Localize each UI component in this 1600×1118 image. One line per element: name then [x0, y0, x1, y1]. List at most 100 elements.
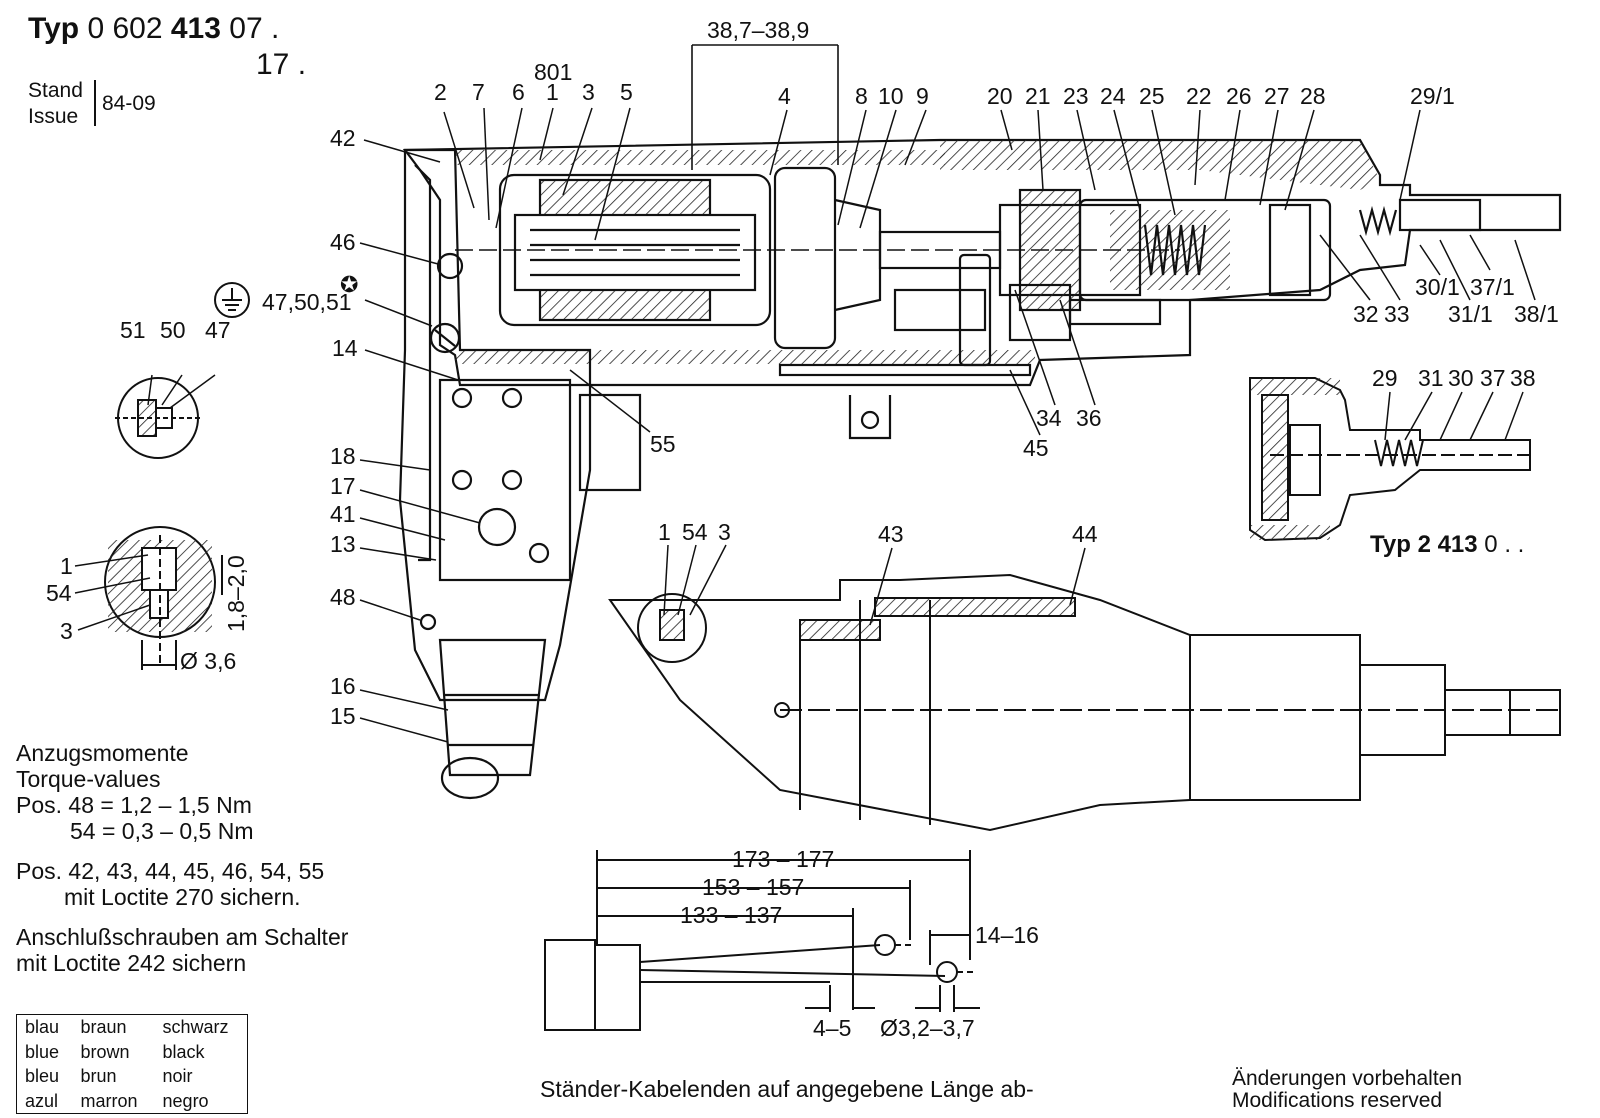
labels-main-right: 30/1 37/1 32 33 31/1 38/1 34 36 45 55 [650, 274, 1559, 461]
labels-side-view: 1 54 3 43 44 [658, 519, 1098, 547]
label: 33 [1384, 301, 1410, 327]
issue-label: Issue [28, 105, 79, 128]
ground-symbol [214, 282, 250, 318]
label: 16 [330, 673, 356, 699]
label: 51 [120, 317, 146, 343]
inset-drawing [1249, 377, 1535, 542]
dimension-texts: 38,7–38,9 173 – 177 153 – 157 133 – 137 … [680, 17, 1039, 1041]
label: 3 [60, 618, 73, 644]
label: 21 [1025, 83, 1051, 109]
label: 29/1 [1410, 83, 1455, 109]
inset-typ-suffix: 0 . . [1484, 531, 1524, 558]
label: 34 [1036, 405, 1062, 431]
label: 54 [46, 580, 72, 606]
torque-line-1: Pos. 48 = 1,2 – 1,5 Nm [16, 792, 252, 818]
table-cell: blau [25, 1017, 60, 1038]
cable-note: Ständer-Kabelenden auf angegebene Länge … [540, 1076, 1034, 1102]
detail-screw-b [104, 526, 223, 670]
dim-cable-4: 14–16 [975, 922, 1039, 948]
label: 1 [546, 79, 559, 105]
stand-divider [94, 80, 96, 126]
typ-suffix-2: 17 . [256, 48, 307, 81]
label: 43 [878, 521, 904, 547]
table-cell: bleu [25, 1066, 60, 1087]
label: 23 [1063, 83, 1089, 109]
inset-typ-heading: Typ 2 413 0 . . [1370, 531, 1524, 558]
typ-suffix-1: 07 . [229, 12, 280, 45]
label: 46 [330, 229, 356, 255]
label: 5 [620, 79, 633, 105]
label: 41 [330, 501, 356, 527]
dim-cable-1: 173 – 177 [732, 846, 834, 872]
label: 50 [160, 317, 186, 343]
label: 22 [1186, 83, 1212, 109]
label: 42 [330, 125, 356, 151]
table-row: bleu brun noir [17, 1064, 247, 1089]
label: 30/1 [1415, 274, 1460, 300]
cable-diagram [544, 850, 980, 1031]
leader-lines [74, 107, 1536, 743]
inset-typ-number: 2 413 [1418, 531, 1478, 558]
stand-value: 84-09 [102, 92, 156, 115]
torque-title-en: Torque-values [16, 766, 161, 792]
label: 14 [332, 335, 358, 361]
stand-label: Stand [28, 79, 83, 102]
label: 25 [1139, 83, 1165, 109]
label: 29 [1372, 365, 1398, 391]
label: 36 [1076, 405, 1102, 431]
labels-main-left: 42 46 47,50,51 14 18 17 41 13 48 16 15 [262, 125, 358, 729]
label: 24 [1100, 83, 1126, 109]
table-cell: braun [80, 1017, 127, 1038]
loctite-line-1: Pos. 42, 43, 44, 45, 46, 54, 55 [16, 858, 325, 884]
label: 15 [330, 703, 356, 729]
labels-detail-a: 51 50 47 [120, 317, 231, 343]
typ-number-a: 0 602 [87, 12, 163, 45]
label: 1 [658, 519, 671, 545]
label: 28 [1300, 83, 1326, 109]
label: 27 [1264, 83, 1290, 109]
label: 37 [1480, 365, 1506, 391]
main-housing [402, 138, 1562, 440]
table-cell: brun [80, 1066, 117, 1087]
loctite-line-2: mit Loctite 270 sichern. [64, 884, 301, 910]
table-row: azul marron negro [17, 1089, 247, 1114]
label: 37/1 [1470, 274, 1515, 300]
table-cell: blue [25, 1041, 60, 1062]
dim-collar-height: 1,8–2,0 [223, 555, 249, 632]
label: 17 [330, 473, 356, 499]
top-dimension [691, 44, 839, 170]
label: 44 [1072, 521, 1098, 547]
modifications-en: Modifications reserved [1232, 1089, 1443, 1112]
label: 9 [916, 83, 929, 109]
table-cell: schwarz [162, 1017, 229, 1038]
label: 32 [1353, 301, 1379, 327]
label: 2 [434, 79, 447, 105]
dim-top-span: 38,7–38,9 [707, 17, 809, 43]
dim-cable-3: 133 – 137 [680, 902, 782, 928]
label: 4 [778, 83, 791, 109]
labels-inset: 29 31 30 37 38 [1372, 365, 1536, 391]
label: 38/1 [1514, 301, 1559, 327]
labels-main-top: 801 2 7 6 1 3 5 4 8 10 9 20 21 23 24 25 … [434, 59, 1455, 109]
label: 54 [682, 519, 708, 545]
label: 47,50,51 [262, 289, 352, 315]
torque-line-2: 54 = 0,3 – 0,5 Nm [70, 818, 254, 844]
label: 18 [330, 443, 356, 469]
table-row: blue brown black [17, 1040, 247, 1065]
table-cell: azul [25, 1090, 59, 1111]
label: 801 [534, 59, 572, 85]
label: 1 [60, 553, 73, 579]
pistol-handle [398, 148, 642, 800]
dim-cable-5: 4–5 [813, 1015, 851, 1041]
loctite-line-4: mit Loctite 242 sichern [16, 950, 247, 976]
label: 3 [582, 79, 595, 105]
label: 26 [1226, 83, 1252, 109]
label: 13 [330, 531, 356, 557]
label: 7 [472, 79, 485, 105]
loctite-line-3: Anschlußschrauben am Schalter [16, 924, 349, 950]
dim-cable-2: 153 – 157 [702, 874, 804, 900]
detail-screw-a [115, 377, 200, 459]
label: 30 [1448, 365, 1474, 391]
inset-typ-label: Typ [1370, 531, 1411, 558]
